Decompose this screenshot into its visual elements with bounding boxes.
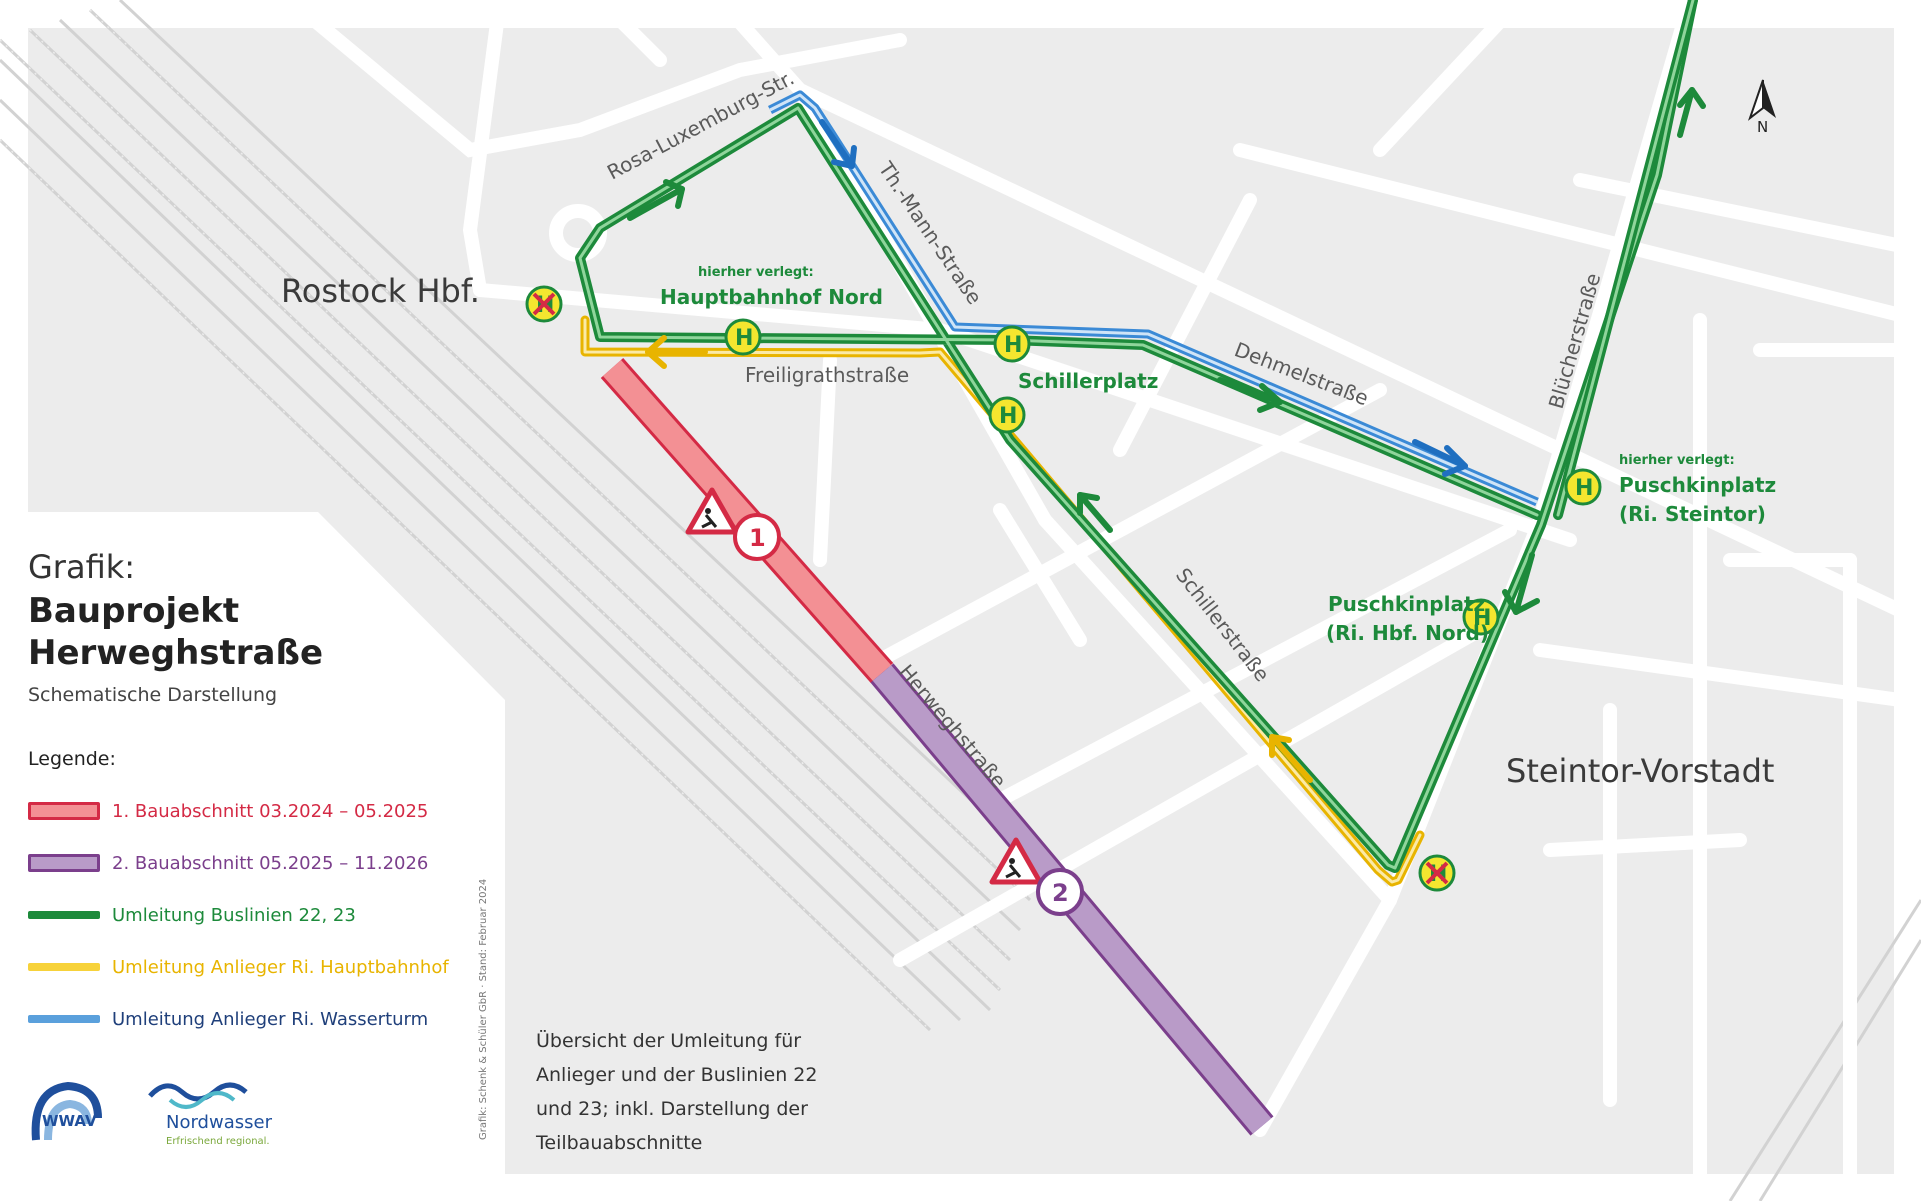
legend-label-bus: Umleitung Buslinien 22, 23 bbox=[112, 904, 356, 926]
legend-swatch-phase2 bbox=[28, 854, 100, 872]
stop-label-schillerplatz: Schillerplatz bbox=[1018, 369, 1158, 393]
svg-text:H: H bbox=[1473, 606, 1491, 631]
svg-text:H: H bbox=[1575, 476, 1593, 501]
legend-swatch-yellow bbox=[28, 963, 100, 971]
arrow-green-icon bbox=[1677, 87, 1706, 138]
bus-stop-puschkin-steintor-icon[interactable]: H bbox=[1564, 468, 1602, 506]
legend-swatch-bus bbox=[28, 911, 100, 919]
legend-item-bus: Umleitung Buslinien 22, 23 bbox=[28, 900, 356, 930]
svg-text:N: N bbox=[1757, 118, 1768, 136]
svg-text:WWAV: WWAV bbox=[42, 1112, 97, 1130]
map-description: Übersicht der Umleitung für Anlieger und… bbox=[536, 1030, 818, 1154]
stop-label-puschkin-steintor: Puschkinplatz bbox=[1619, 473, 1776, 497]
svg-text:2: 2 bbox=[1052, 879, 1069, 907]
bus-stop-schillerplatz-1-icon[interactable]: H bbox=[993, 325, 1031, 363]
place-label-hbf: Rostock Hbf. bbox=[281, 272, 480, 310]
segment-marker-2: 2 bbox=[1036, 868, 1084, 916]
place-label-steintor: Steintor-Vorstadt bbox=[1506, 752, 1774, 790]
stop-note-puschkin: hierher verlegt: bbox=[1619, 453, 1735, 468]
legend-label-phase2: 2. Bauabschnitt 05.2025 – 11.2026 bbox=[112, 852, 429, 874]
arrow-green-icon bbox=[627, 179, 685, 221]
arrow-yellow-icon bbox=[1269, 734, 1313, 783]
legend-item-phase1: 1. Bauabschnitt 03.2024 – 05.2025 bbox=[28, 796, 428, 826]
legend-item-phase2: 2. Bauabschnitt 05.2025 – 11.2026 bbox=[28, 848, 428, 878]
bus-stop-puschkin-nord-icon[interactable]: H bbox=[1462, 598, 1500, 636]
legend-item-blue: Umleitung Anlieger Ri. Wasserturm bbox=[28, 1004, 428, 1034]
stop-label-puschkin-nord: Puschkinplatz bbox=[1328, 592, 1485, 616]
stop-label-puschkin-nord-dir: (Ri. Hbf. Nord) bbox=[1326, 621, 1489, 645]
credit-text: Grafik: Schenk & Schüler GbR · Stand: Fe… bbox=[478, 878, 489, 1140]
svg-text:1: 1 bbox=[749, 524, 766, 552]
legend-title-prefix: Grafik: bbox=[28, 548, 136, 586]
svg-text:H: H bbox=[999, 404, 1017, 429]
svg-text:H: H bbox=[735, 326, 753, 351]
stop-note-hbf: hierher verlegt: bbox=[698, 265, 814, 280]
segment-marker-1: 1 bbox=[733, 513, 781, 561]
nordwasser-tagline: Erfrischend regional. bbox=[166, 1136, 270, 1147]
resident-detour-wasserturm bbox=[767, 90, 1539, 507]
nordwasser-logo bbox=[148, 1082, 248, 1109]
svg-text:H: H bbox=[1004, 333, 1022, 358]
legend-title: Bauprojekt Herweghstraße bbox=[28, 591, 324, 673]
direction-arrows bbox=[627, 87, 1706, 783]
bus-stop-schillerplatz-2-icon[interactable]: H bbox=[988, 396, 1026, 434]
north-arrow-icon: N bbox=[1747, 79, 1776, 136]
nordwasser-name: Nordwasser bbox=[166, 1112, 272, 1133]
arrow-green-icon bbox=[1217, 377, 1283, 413]
legend-label-yellow: Umleitung Anlieger Ri. Hauptbahnhof bbox=[112, 956, 449, 978]
legend-swatch-phase1 bbox=[28, 802, 100, 820]
street-label-freiligrath: Freiligrathstraße bbox=[745, 363, 909, 387]
arrow-green-icon bbox=[1077, 492, 1113, 533]
legend-item-yellow: Umleitung Anlieger Ri. Hauptbahnhof bbox=[28, 952, 449, 982]
construction-sign-1-icon bbox=[685, 487, 739, 535]
legend-label-blue: Umleitung Anlieger Ri. Wasserturm bbox=[112, 1008, 429, 1030]
arrow-green-icon bbox=[1502, 552, 1540, 615]
legend-panel bbox=[0, 512, 505, 1201]
closed-stop-hbf-icon: H bbox=[525, 285, 563, 323]
arrow-blue-icon bbox=[1412, 439, 1468, 477]
construction-sign-2-icon bbox=[989, 837, 1043, 885]
stop-label-puschkin-steintor-dir: (Ri. Steintor) bbox=[1619, 502, 1766, 526]
stop-label-hbf-nord: Hauptbahnhof Nord bbox=[660, 285, 883, 309]
closed-stop-steintor-icon: H bbox=[1418, 854, 1456, 892]
wwav-logo: WWAV bbox=[31, 1081, 102, 1141]
bus-stop-hbf-nord-icon[interactable]: H bbox=[724, 318, 762, 356]
arrow-yellow-icon bbox=[645, 335, 708, 369]
legend-label-phase1: 1. Bauabschnitt 03.2024 – 05.2025 bbox=[112, 800, 429, 822]
legend-subtitle: Schematische Darstellung bbox=[28, 684, 278, 706]
arrow-blue-icon bbox=[819, 119, 857, 169]
legend-heading: Legende: bbox=[28, 748, 116, 770]
legend-swatch-blue bbox=[28, 1015, 100, 1023]
